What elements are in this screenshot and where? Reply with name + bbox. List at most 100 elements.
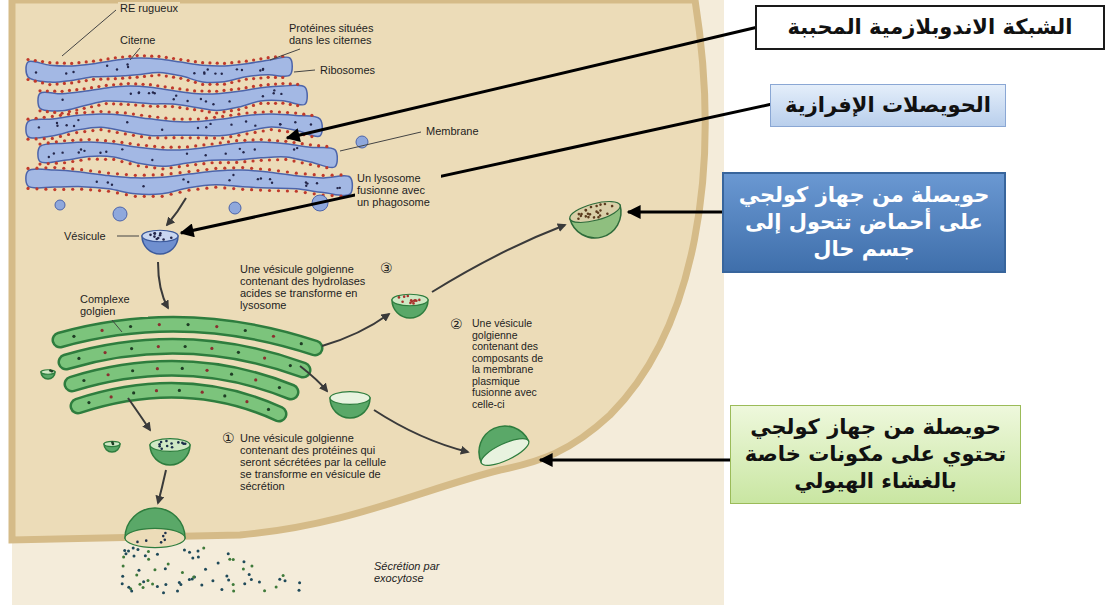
protein-dot (232, 174, 234, 176)
ribosome (202, 162, 205, 165)
secreted-dot (147, 550, 150, 553)
ribosome (55, 162, 58, 165)
part-label: Citerne (118, 34, 157, 46)
ribosome (181, 136, 184, 139)
ribosome (137, 164, 140, 167)
ribosome (99, 78, 102, 81)
protein-dot (107, 373, 110, 376)
vesicle-opening (142, 230, 178, 242)
ribosome (53, 111, 56, 114)
ribosome (178, 106, 181, 109)
ribosome (83, 111, 86, 114)
protein-dot (53, 152, 55, 154)
ribosome (230, 109, 233, 112)
protein-dot (300, 342, 303, 345)
secreted-dot (122, 555, 125, 558)
protein-dot (254, 148, 256, 150)
ribosome (268, 158, 271, 161)
ribosome (38, 142, 41, 145)
ribosome (35, 187, 38, 190)
ribosome (172, 136, 175, 139)
ribosome (259, 102, 262, 105)
ribosome (129, 142, 132, 145)
ribosome (88, 138, 91, 141)
secreted-dot (164, 567, 167, 570)
protein-dot (48, 156, 50, 158)
ribosome (89, 169, 92, 172)
ribosome (92, 60, 95, 63)
ribosome (63, 62, 66, 65)
label-leaders (62, 10, 421, 332)
ribosome (245, 111, 248, 114)
ribosome (91, 129, 94, 132)
ribosome (63, 82, 66, 85)
protein-dot (228, 100, 230, 102)
secreted-dot (127, 549, 130, 552)
content-dot (584, 209, 587, 212)
secreted-dot (258, 580, 261, 583)
protein-dot (278, 386, 281, 389)
ribosome (222, 110, 225, 113)
protein-dot (35, 71, 37, 73)
ribosome (127, 103, 130, 106)
content-dot (589, 205, 592, 208)
callout-text: الحويصلات الإفرازية (785, 92, 991, 119)
ribosome (227, 140, 230, 143)
protein-dot (273, 92, 275, 94)
protein-dot (148, 92, 150, 94)
ribosome (83, 130, 86, 133)
ribosome (46, 89, 49, 92)
content-dot (149, 234, 152, 237)
protein-dot (187, 181, 189, 183)
ribosome (108, 110, 111, 113)
ribosome (105, 84, 108, 87)
secreted-dot (250, 578, 253, 581)
secreted-dot (167, 562, 170, 565)
protein-dot (111, 184, 113, 186)
protein-dot (100, 329, 103, 332)
ribosome (170, 172, 173, 175)
ribosome (125, 193, 128, 196)
ribosome (35, 167, 38, 170)
callout-number: ① (220, 430, 237, 446)
ribosome (178, 171, 181, 174)
protein-dot (152, 91, 154, 93)
content-dot (162, 238, 165, 241)
ribosome (75, 88, 78, 91)
ribosome (215, 111, 218, 114)
protein-dot (130, 347, 133, 350)
ribosome (241, 188, 244, 191)
protein-dot (205, 369, 208, 372)
ribosome (116, 172, 119, 175)
protein-dot (254, 124, 256, 126)
ribosome (134, 195, 137, 198)
ribosome (99, 110, 102, 113)
secreted-dot (156, 553, 159, 556)
ribosome (313, 192, 316, 195)
ribosome (277, 169, 280, 172)
ribosome (38, 109, 41, 112)
ribosome (171, 105, 174, 108)
ribosome (98, 189, 101, 192)
ribosome (213, 136, 216, 139)
ribosome (230, 61, 233, 64)
ribosome (281, 82, 284, 85)
callout-box: الشبكة الاندوبلازمية المحببة (755, 5, 1105, 50)
ribosome (268, 168, 271, 171)
ribosome (267, 56, 270, 59)
leader-line (270, 49, 300, 60)
secreted-dot (217, 561, 220, 564)
secreted-dot (136, 548, 139, 551)
flow-arrows (128, 198, 565, 503)
protein-dot (155, 389, 158, 392)
content-dot (166, 445, 169, 448)
vesicle (104, 441, 120, 452)
ribosome (124, 132, 127, 135)
ribosome (284, 158, 287, 161)
ribosome (286, 189, 289, 192)
leader-line (112, 320, 122, 332)
ribosome (85, 79, 88, 82)
ribosome (259, 76, 262, 79)
secreted-dot (282, 574, 285, 577)
secreted-dot (211, 579, 214, 582)
